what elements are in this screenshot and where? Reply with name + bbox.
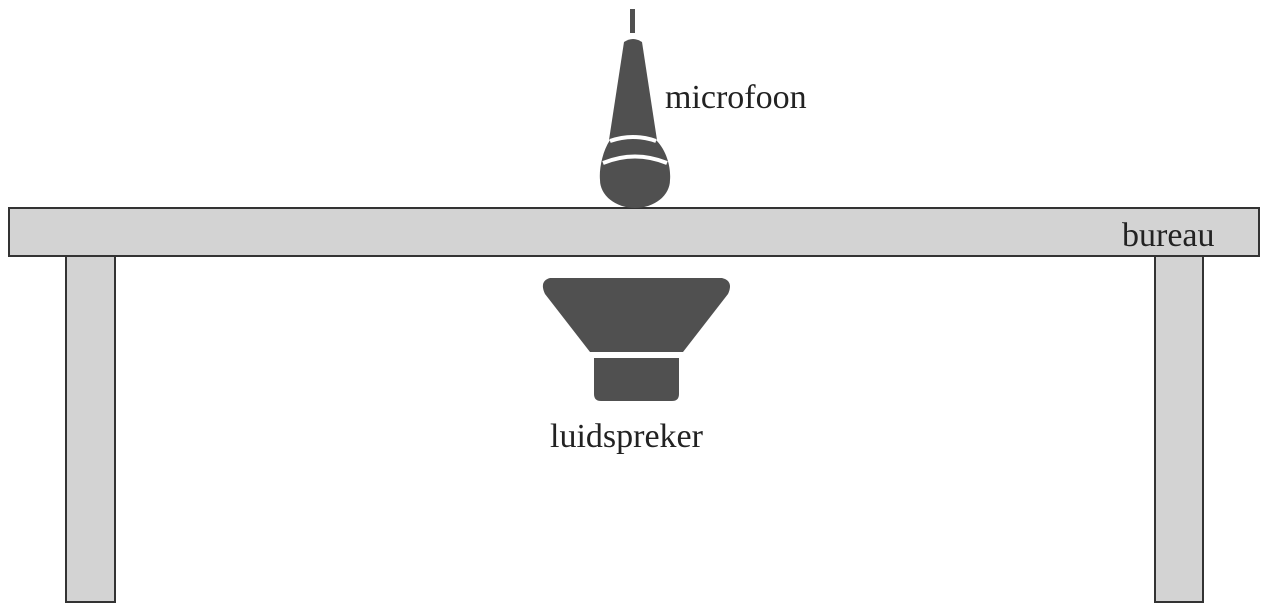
desk-leg-left xyxy=(65,255,116,603)
microphone-ring-lower xyxy=(602,154,668,165)
microphone-cable xyxy=(630,9,635,33)
microphone-ring-upper xyxy=(609,135,657,143)
speaker-magnet xyxy=(594,358,679,401)
desk-top xyxy=(8,207,1260,257)
microphone-handle xyxy=(609,39,657,140)
desk-label: bureau xyxy=(1122,217,1215,254)
desk-leg-right xyxy=(1154,255,1204,603)
speaker-label: luidspreker xyxy=(550,418,704,455)
speaker-icon xyxy=(542,278,730,401)
microphone-head xyxy=(599,140,671,208)
speaker-cone xyxy=(542,278,730,352)
microphone-icon xyxy=(599,9,671,208)
microphone-label: microfoon xyxy=(665,79,807,116)
